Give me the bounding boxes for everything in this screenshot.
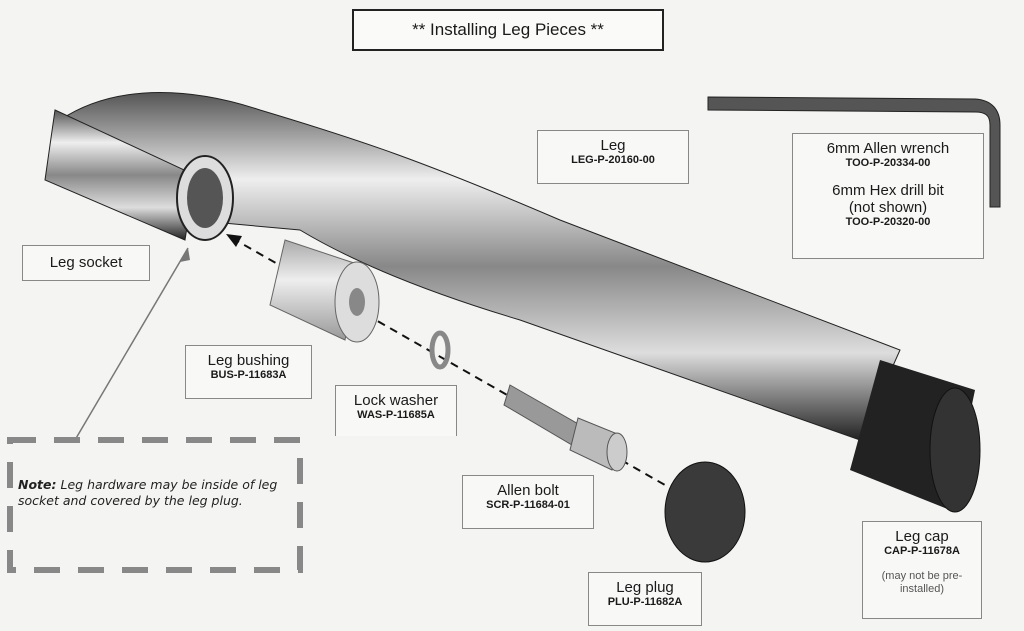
washer-part-number: WAS-P-11685A — [357, 409, 435, 422]
leg-socket-sleeve — [44, 109, 196, 241]
note-label: Note: — [18, 477, 57, 492]
drill-bit-part-number: TOO-P-20320-00 — [845, 216, 931, 229]
leg-name: Leg — [600, 137, 626, 154]
plug-part-number: PLU-P-11682A — [607, 596, 683, 609]
bolt-part-number: SCR-P-11684-01 — [486, 499, 570, 512]
bushing-name: Leg bushing — [207, 352, 290, 369]
cap-note: (may not be pre-installed) — [881, 569, 963, 595]
plug-label: Leg plug PLU-P-11682A — [588, 572, 702, 626]
leg-plug — [664, 461, 746, 563]
cap-name: Leg cap — [895, 528, 949, 545]
note-text: Leg hardware may be inside of leg socket… — [18, 477, 278, 509]
leg-part-number: LEG-P-20160-00 — [571, 154, 655, 167]
washer-name: Lock washer — [353, 392, 439, 409]
arrow-head-icon — [226, 234, 242, 247]
leg-tube — [44, 92, 901, 441]
drill-bit-note: (not shown) — [848, 199, 928, 217]
cap-label: Leg cap CAP-P-11678A (may not be pre-ins… — [862, 521, 982, 619]
bolt-label: Allen bolt SCR-P-11684-01 — [462, 475, 594, 529]
page-title: ** Installing Leg Pieces ** — [352, 9, 664, 51]
bushing-part-number: BUS-P-11683A — [210, 369, 287, 382]
socket-label: Leg socket — [22, 245, 150, 281]
cap-part-number: CAP-P-11678A — [884, 545, 960, 558]
hardware-note: Note: Leg hardware may be inside of leg … — [18, 477, 293, 510]
lock-washer — [429, 330, 451, 370]
socket-name: Leg socket — [49, 254, 123, 272]
leg-cap — [850, 360, 981, 513]
bolt-name: Allen bolt — [497, 482, 559, 499]
bushing-label: Leg bushing BUS-P-11683A — [185, 345, 312, 399]
allen-bolt — [503, 384, 628, 472]
note-dashed-frame — [7, 437, 303, 573]
socket-pointer-line — [74, 247, 189, 441]
wrench-label: 6mm Allen wrench TOO-P-20334-00 6mm Hex … — [792, 133, 984, 259]
leg-bushing — [269, 239, 380, 343]
drill-bit-name: 6mm Hex drill bit — [832, 181, 944, 199]
washer-label: Lock washer WAS-P-11685A — [335, 385, 457, 436]
leg-label: Leg LEG-P-20160-00 — [537, 130, 689, 184]
plug-name: Leg plug — [616, 579, 674, 596]
wrench-part-number: TOO-P-20334-00 — [845, 157, 931, 170]
wrench-name: 6mm Allen wrench — [826, 140, 950, 157]
allen-wrench — [707, 96, 1001, 208]
